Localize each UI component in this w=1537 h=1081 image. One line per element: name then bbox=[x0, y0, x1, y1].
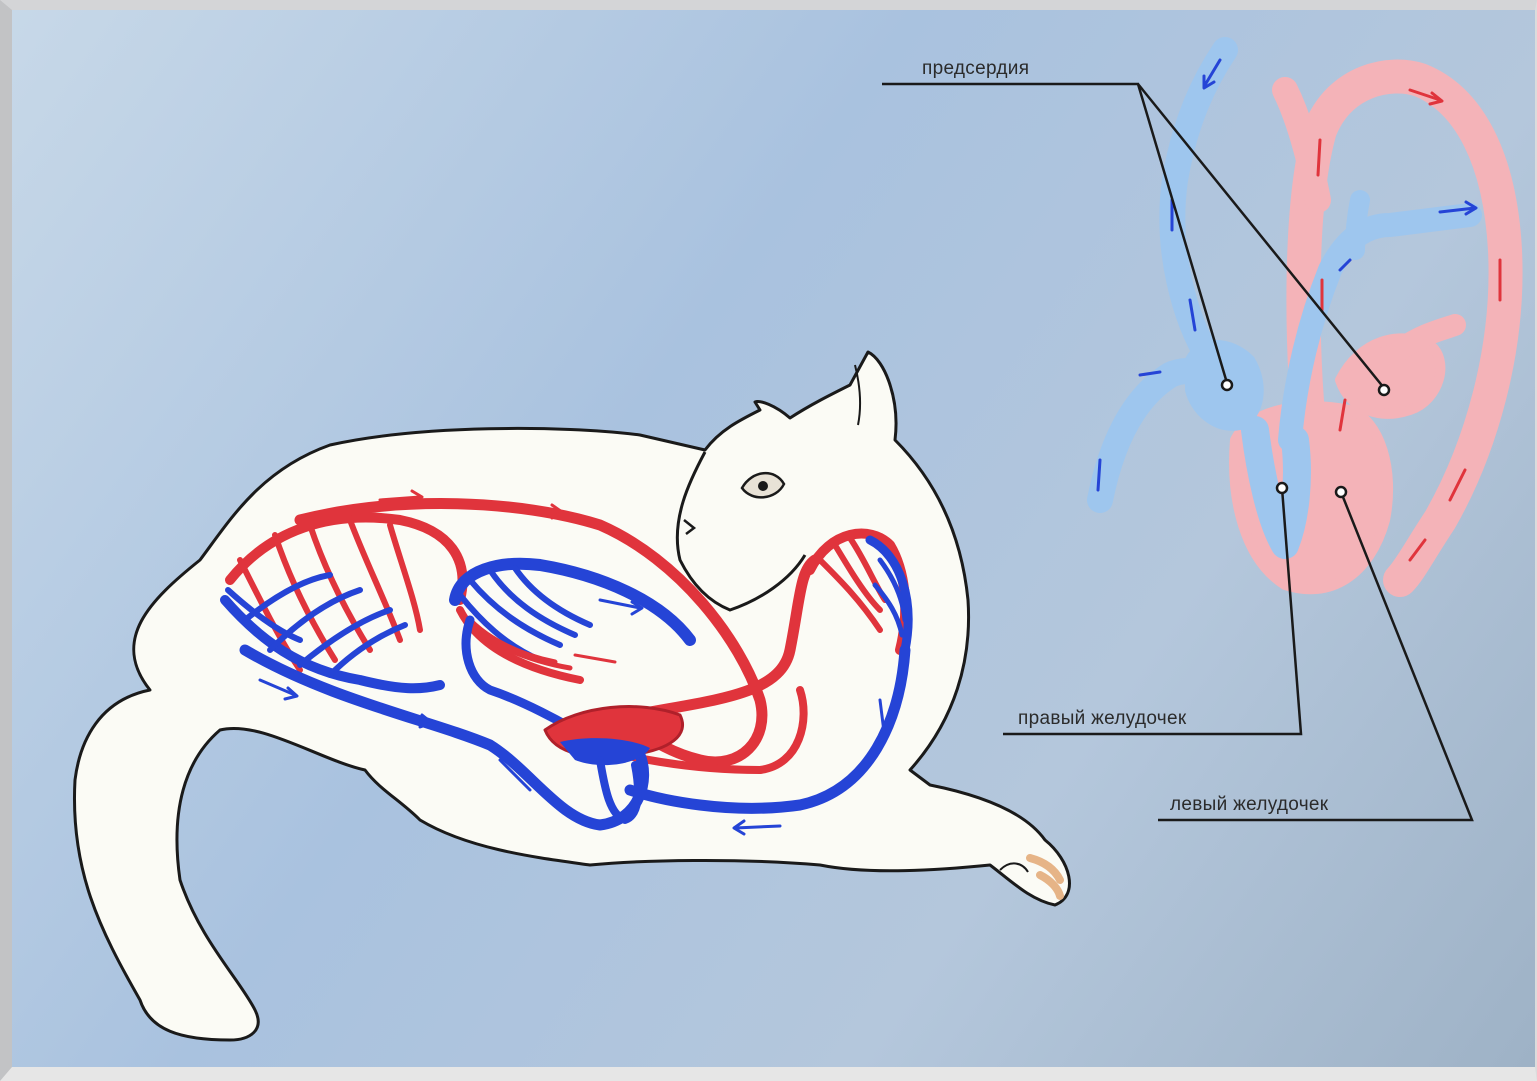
label-atria: предсердия bbox=[922, 58, 1029, 79]
pulmonary-branch-up bbox=[1355, 200, 1360, 250]
heart-scheme bbox=[1098, 50, 1506, 589]
cat-illustration bbox=[74, 352, 1069, 1040]
pulmonary-vein-in bbox=[1400, 325, 1455, 350]
cat-pupil bbox=[758, 481, 768, 491]
label-left-ventricle: левый желудочек bbox=[1170, 794, 1329, 815]
superior-vena-cava bbox=[1172, 50, 1225, 360]
cat-body bbox=[74, 352, 1069, 1040]
label-right-ventricle: правый желудочек bbox=[1018, 708, 1187, 729]
